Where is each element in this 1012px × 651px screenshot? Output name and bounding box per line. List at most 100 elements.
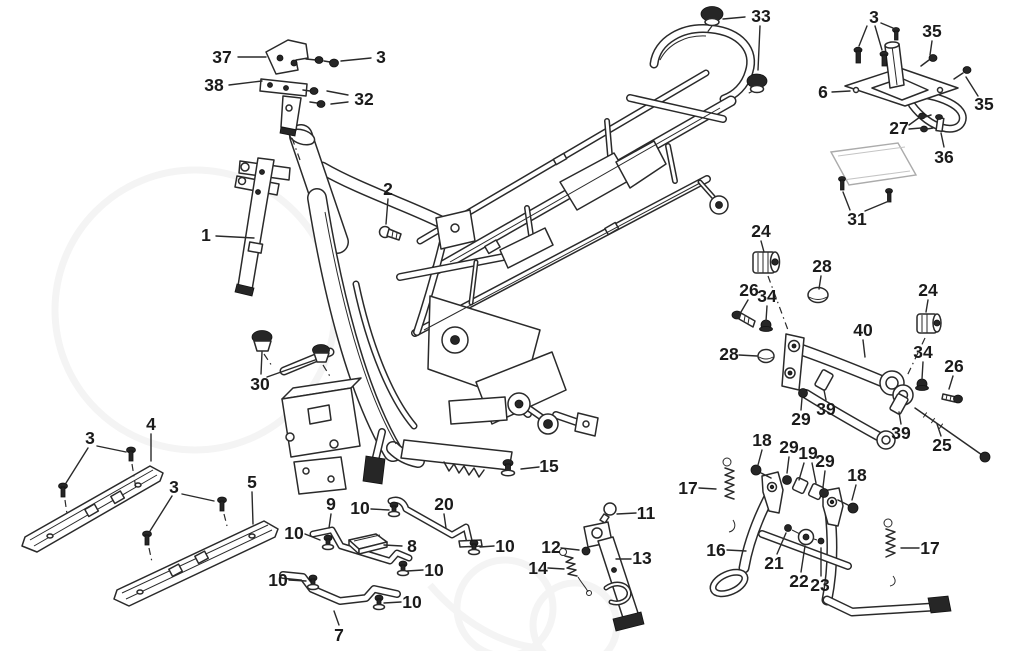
part-label-3: 3	[376, 47, 386, 67]
bolt-10	[467, 539, 481, 556]
part-label-27: 27	[889, 118, 908, 138]
spacer-39-right-shape	[889, 393, 909, 415]
leader-line-36	[940, 132, 945, 148]
part-label-2: 2	[383, 179, 393, 199]
part-label-19: 19	[798, 443, 818, 463]
frame-drawing-shape	[354, 282, 416, 428]
frame-drawing-shape	[443, 461, 485, 478]
nut-29	[819, 488, 829, 498]
part-37-bracket-shape	[265, 39, 309, 75]
part-label-25: 25	[932, 435, 952, 455]
rail-4-shape	[110, 490, 126, 505]
bolt-26-left-shape	[743, 315, 750, 325]
spring-17-right-shape	[889, 575, 896, 587]
bolt-27-pair-shape	[924, 114, 932, 118]
bolt-26-right-shape	[953, 394, 963, 404]
leader-line-17	[698, 487, 717, 490]
leader-line-33	[757, 25, 761, 71]
part-label-29: 29	[779, 437, 799, 457]
leader-line-25	[936, 423, 942, 437]
leader-line-2	[385, 198, 389, 225]
bolt-10	[321, 534, 335, 551]
bracket-20-shape	[389, 498, 479, 546]
part-38-bracket-shape	[279, 126, 297, 137]
bracket-9	[309, 526, 413, 565]
part-label-35: 35	[922, 21, 942, 41]
bolt-3-rail4-shape	[128, 450, 134, 462]
part-1-front-bracket-shape	[255, 189, 261, 195]
bolt-10-shape	[387, 510, 401, 518]
center-stand-shape	[802, 533, 810, 541]
side-stand-shape	[612, 611, 645, 632]
leader-line-26	[740, 299, 749, 313]
leader-line-24	[925, 299, 929, 313]
bolt-25-long-shape	[914, 407, 983, 456]
part-label-40: 40	[853, 320, 873, 340]
bolt-31-pair	[838, 176, 893, 203]
bolt-35-pair	[920, 54, 972, 80]
bolt-21	[784, 524, 792, 532]
nut-29	[798, 388, 808, 398]
part-15-bolt	[500, 459, 516, 477]
frame-drawing-shape	[552, 152, 568, 166]
leader-line-18	[851, 484, 857, 501]
spring-14	[559, 548, 592, 596]
pin-23	[817, 537, 825, 545]
part-2-bolt-shape	[391, 230, 398, 240]
leader-line-11	[616, 512, 637, 515]
cap-28-left	[757, 348, 775, 364]
leader-line-29	[800, 397, 803, 411]
spring-17-right	[883, 518, 896, 587]
bolt-3-rail4-shape	[64, 499, 68, 515]
bolt-25-long-shape	[979, 451, 991, 463]
frame-drawing-shape	[449, 107, 721, 263]
bolt-25-long-shape	[922, 412, 944, 429]
part-30-caps-shape	[263, 353, 273, 367]
leader-line-34	[921, 361, 924, 380]
spring-17-left-shape	[724, 467, 735, 500]
center-stand-shape	[824, 597, 936, 615]
part-label-30: 30	[250, 374, 270, 394]
bolt-3-rail5-shape	[148, 547, 153, 563]
leader-line-28	[818, 275, 822, 290]
bolts-10	[306, 501, 481, 611]
frame-drawing-shape	[659, 35, 707, 61]
part-label-28: 28	[812, 256, 832, 276]
bolt-3-cluster-shape	[855, 50, 861, 64]
part-1-front-bracket-shape	[247, 241, 264, 254]
part-label-22: 22	[789, 571, 809, 591]
bolt-3-pair-shape	[314, 56, 324, 64]
leader-line-39	[898, 411, 902, 425]
part-label-10: 10	[495, 536, 515, 556]
bolt-3-rail5-shape	[144, 534, 150, 546]
part-6-carrier-shape	[884, 41, 900, 49]
nut-34-left-shape	[759, 326, 773, 332]
nut-34-right-shape	[915, 385, 929, 391]
part-1-front-bracket-shape	[240, 162, 250, 172]
spacer-39-right	[889, 393, 909, 415]
bolt-11-shape	[603, 502, 617, 516]
bushing-24-left-shape	[757, 252, 769, 273]
leader-line-9	[328, 513, 332, 529]
bolt-3-rail5	[142, 496, 228, 563]
frame-drawing-shape	[651, 25, 754, 102]
bolt-26-left	[731, 310, 756, 328]
bolt-10-shape	[396, 569, 410, 577]
side-stand	[559, 502, 645, 632]
spring-17-left-shape	[728, 519, 736, 533]
leader-line-18	[757, 449, 763, 466]
leader-line-16	[726, 549, 747, 552]
bolt-10-shape	[372, 603, 386, 611]
frame-drawing-shape	[484, 239, 501, 255]
spacer-39-left	[814, 369, 834, 391]
part-label-3: 3	[169, 477, 179, 497]
nut-12	[581, 546, 591, 556]
frame-drawing-shape	[373, 429, 385, 460]
part-2-bolt-shape	[386, 228, 402, 241]
part-38-bracket-shape	[267, 82, 273, 88]
leader-line-7	[333, 610, 340, 626]
bolt-32-pair	[302, 87, 326, 108]
leader-line-27	[908, 116, 921, 126]
part-1-front-bracket-shape	[259, 169, 265, 175]
leader-line-29	[786, 456, 790, 474]
